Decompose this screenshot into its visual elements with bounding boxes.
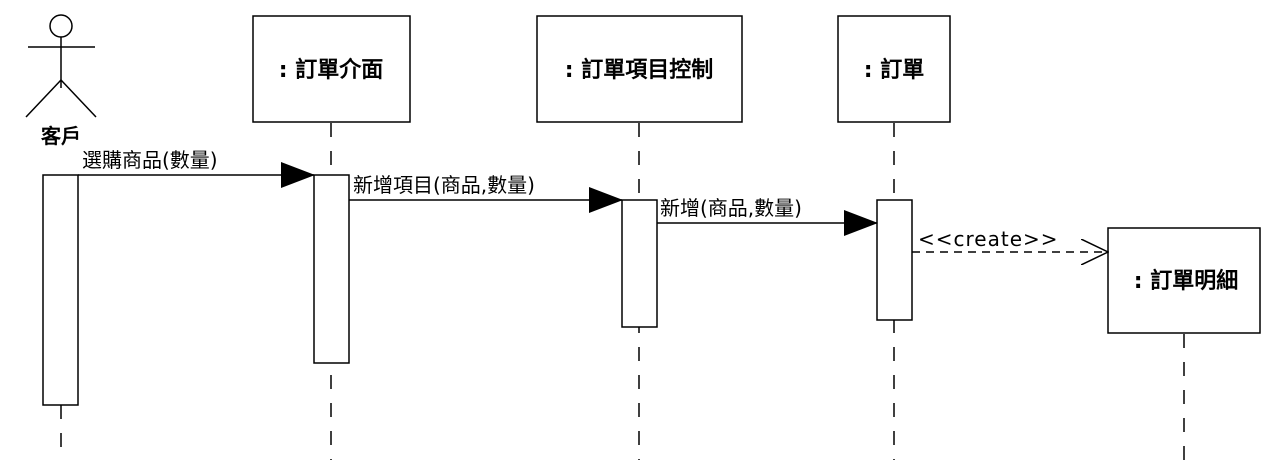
actor-icon	[25, 14, 97, 118]
message-label: 新增項目(商品,數量)	[353, 173, 535, 197]
activation-order	[876, 199, 913, 321]
object-order-ui: : 訂單介面	[252, 15, 411, 123]
object-order-detail: : 訂單明細	[1107, 227, 1261, 334]
activation-order-item-control	[621, 199, 658, 328]
actor-label: 客戶	[40, 124, 81, 148]
activation-customer	[42, 174, 79, 406]
message-add: 新增(商品,數量)	[657, 196, 878, 236]
object-label: : 訂單項目控制	[565, 57, 713, 83]
message-label: 新增(商品,數量)	[660, 196, 802, 220]
message-label: 選購商品(數量)	[82, 148, 218, 172]
object-label: : 訂單介面	[279, 57, 383, 83]
object-label: : 訂單明細	[1134, 268, 1238, 294]
message-select-product: 選購商品(數量)	[78, 148, 315, 188]
message-add-item: 新增項目(商品,數量)	[349, 173, 623, 213]
object-label: : 訂單	[864, 57, 924, 83]
object-order: : 訂單	[837, 15, 951, 123]
activation-order-ui	[313, 174, 350, 364]
message-create: <<create>>	[912, 227, 1108, 252]
message-label: <<create>>	[918, 227, 1059, 251]
object-order-item-control: : 訂單項目控制	[536, 15, 743, 123]
